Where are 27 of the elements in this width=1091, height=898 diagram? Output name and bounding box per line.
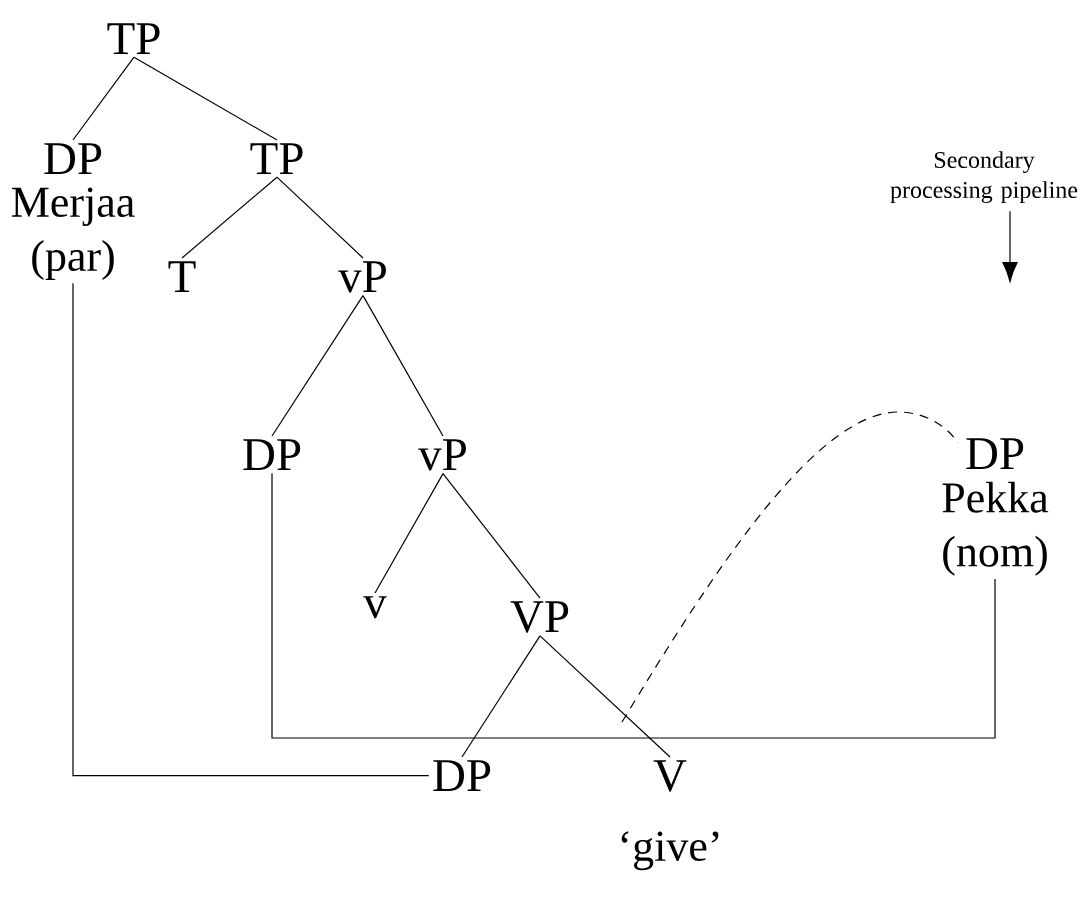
tree-label: DP bbox=[243, 439, 301, 471]
tree-branch bbox=[181, 176, 278, 259]
tree-label: DP Merjaa (par) bbox=[12, 143, 135, 280]
arrow bbox=[1002, 210, 1018, 283]
tree-label: v bbox=[363, 596, 387, 619]
tree-branch bbox=[133, 56, 278, 141]
movement-curve bbox=[621, 411, 959, 723]
tree-label: DP Pekka (nom) bbox=[942, 438, 1049, 576]
tree-branch bbox=[442, 473, 541, 599]
tree-label: TP bbox=[250, 143, 303, 174]
movement-line bbox=[271, 472, 996, 739]
tree-branch bbox=[271, 295, 364, 437]
tree-label: TP bbox=[107, 23, 160, 54]
movement-line bbox=[72, 282, 430, 777]
annotation-text: Secondary processing pipeline bbox=[890, 151, 1078, 204]
tree-label: vP bbox=[338, 261, 386, 293]
tree-branch bbox=[276, 176, 364, 259]
tree-label: T bbox=[168, 261, 196, 292]
tree-branch bbox=[72, 56, 135, 141]
tree-label: DP bbox=[433, 760, 491, 792]
tree-branch bbox=[461, 635, 541, 758]
tree-branch bbox=[362, 295, 444, 437]
tree-label: vP bbox=[418, 439, 466, 471]
tree-branch bbox=[374, 473, 444, 594]
tree-branch bbox=[539, 635, 671, 758]
tree-label: VP bbox=[510, 601, 569, 633]
tree-label: V ‘give’ bbox=[621, 760, 719, 871]
